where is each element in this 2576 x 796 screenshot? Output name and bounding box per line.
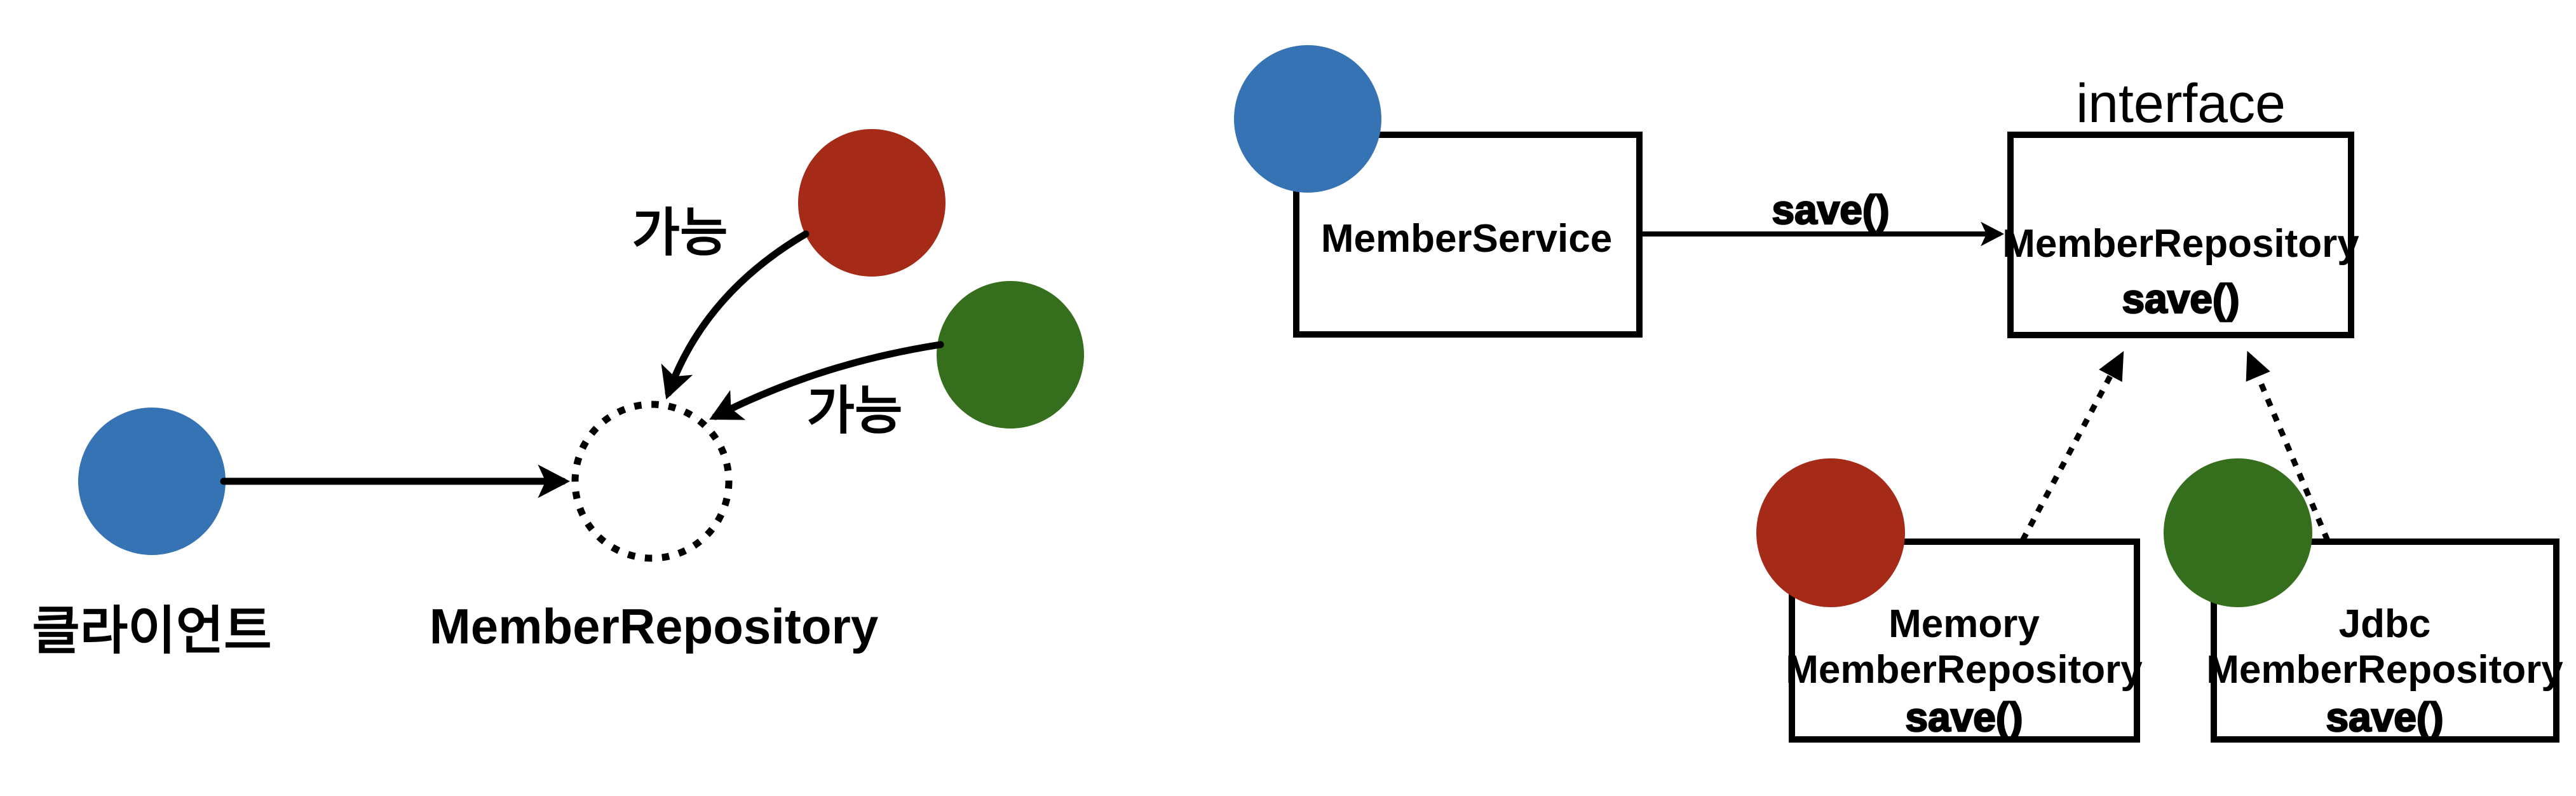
repository-label: MemberRepository [430,598,879,654]
memory-box-save-label: save() [1906,694,2023,740]
client-label: 클라이언트 [32,602,271,660]
interface-caption: interface [2076,73,2286,134]
memory-box-line2: MemberRepository [1786,648,2143,692]
option-red-arrow [661,230,810,400]
repository-interface-dotted-circle [571,401,733,562]
save-call-label: save() [1772,187,1890,233]
option-green-arrow [709,341,944,420]
memory-box-line1: Memory [1888,602,2040,646]
jdbc-implements-arrow [2246,350,2331,542]
member-service-label: MemberService [1321,217,1612,261]
service-actor-circle [1234,45,1381,193]
client-actor-circle [78,408,226,555]
member-repository-save-label: save() [2122,276,2240,322]
member-repository-interface-label: MemberRepository [2002,222,2359,266]
jdbc-box-line1: Jdbc [2339,602,2431,646]
possible-label-top: 가능 [632,204,728,262]
memory-implements-arrow [2020,351,2124,542]
option-green-circle [937,281,1084,429]
jdbc-box-save-label: save() [2326,694,2444,740]
jdbc-impl-circle [2164,458,2312,607]
option-red-circle [798,129,946,277]
possible-label-right: 가능 [807,382,903,440]
member-repository-interface-box [2007,132,2354,338]
memory-impl-circle [1756,458,1905,607]
jdbc-box-line2: MemberRepository [2206,648,2563,692]
